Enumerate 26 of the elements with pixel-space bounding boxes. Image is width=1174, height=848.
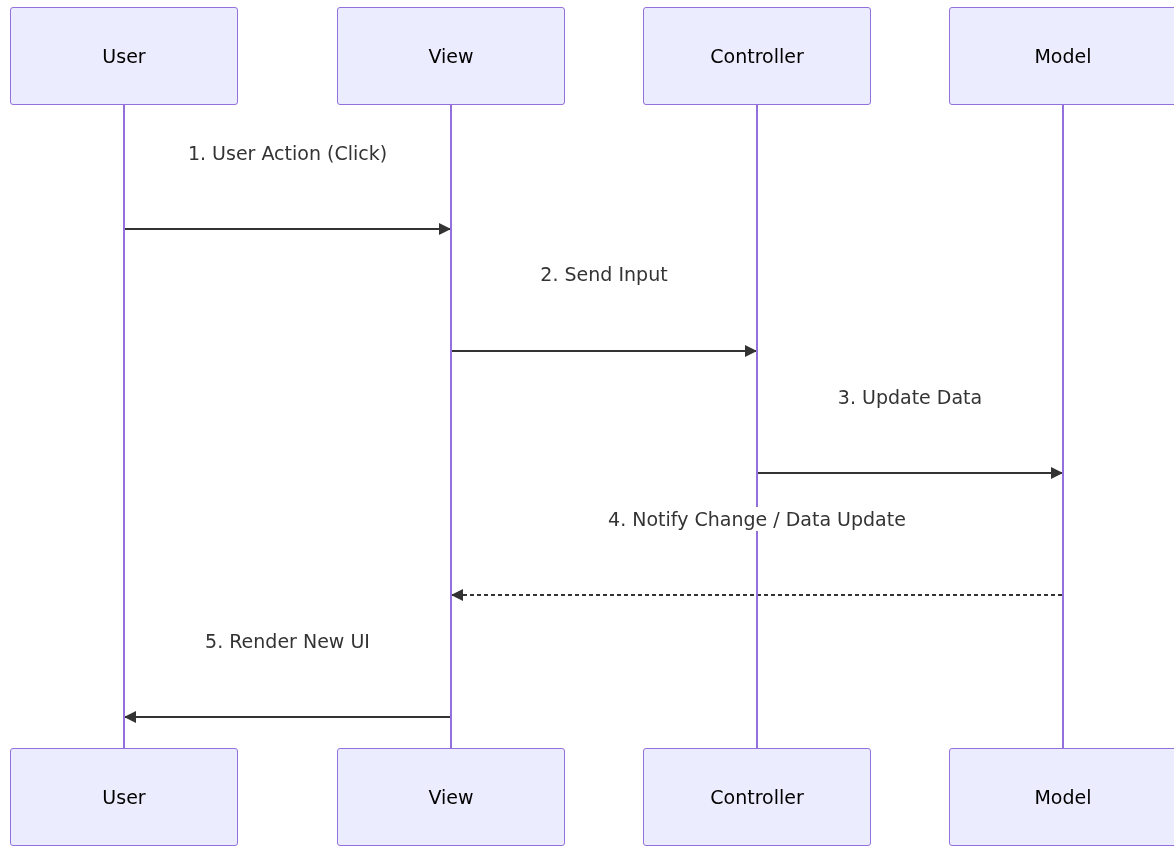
lifeline (450, 105, 452, 748)
participant-name: View (428, 786, 474, 808)
participant-box (10, 748, 238, 846)
message-arrow (757, 467, 1063, 479)
participant-box (643, 748, 871, 846)
participant-box (949, 748, 1174, 846)
lifeline (1062, 105, 1064, 748)
message-arrow (124, 711, 451, 723)
participant-box (10, 7, 238, 105)
participant-name: User (102, 45, 146, 67)
message-arrow (451, 345, 757, 357)
participant-name: Model (1034, 786, 1092, 808)
participant-box (337, 7, 565, 105)
participant-box (337, 748, 565, 846)
participant-box (949, 7, 1174, 105)
participant-name: View (428, 45, 474, 67)
participant-name: User (102, 786, 146, 808)
participant-box (643, 7, 871, 105)
message-arrow (124, 223, 451, 235)
participant-name: Controller (710, 45, 804, 67)
participant-name: Controller (710, 786, 804, 808)
lifeline (756, 105, 758, 748)
message-arrow (451, 589, 1063, 601)
lifeline (123, 105, 125, 748)
edge-label: 4. Notify Change / Data Update (606, 507, 908, 531)
participant-name: Model (1034, 45, 1092, 67)
